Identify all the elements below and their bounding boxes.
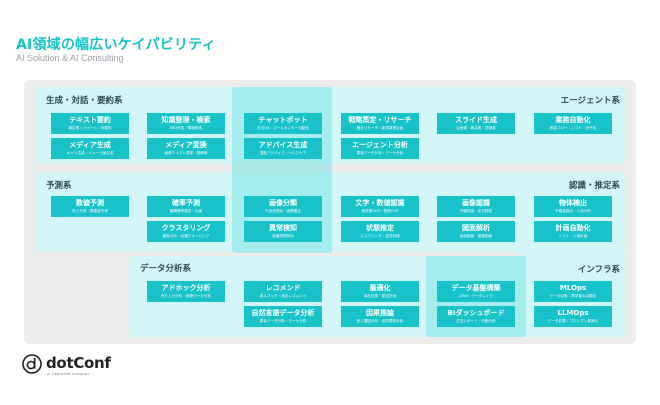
logo-mark-icon [22,354,42,374]
card-advice-generation[interactable]: アドバイス生成運転アドバイス・ヘルスケア [244,138,322,159]
card-object-detection[interactable]: 物体検出不審者検出・人流分析 [534,196,612,217]
card-adhoc-analysis[interactable]: アドホック分析売り上げ分析・施策データ分析 [147,281,225,302]
card-state-estimation[interactable]: 状態推定スコアリング・品質評価 [341,221,419,242]
logo-wordmark: dotConf [46,354,111,372]
card-business-automation[interactable]: 業務自動化承認フロー・シフト・対予約 [534,113,612,134]
card-chatbot[interactable]: チャットボット社内QA・コールセンター自動化 [244,113,322,134]
card-slide-generation[interactable]: スライド生成企画書・報告書・提案書 [437,113,515,134]
card-clustering[interactable]: クラスタリング顧客分析・店舗グルーピング [147,221,225,242]
card-plan-automation[interactable]: 計画自動化シフト・人員計画 [534,221,612,242]
card-numeric-forecast[interactable]: 数値予測売上予測・需要量予測 [51,196,129,217]
section-label-agent: エージェント系 [560,96,620,106]
card-recommend[interactable]: レコメンド求人マッチ・商品レコメンド [244,281,322,302]
card-strategy-research[interactable]: 戦略策定・リサーチ競合リサーチ・新規事業企画 [341,113,419,134]
card-agent-analysis[interactable]: エージェント分析患者データ分析・マーケ分析 [341,138,419,159]
card-drawing-analysis[interactable]: 図面解析製品図面・建築図面 [437,221,515,242]
page-subtitle: AI Solution & AI Consulting [16,53,124,63]
section-label-generation: 生成・対話・要約系 [46,96,123,106]
card-text-summary[interactable]: テキスト要約報告書・ツイート・対要約 [51,113,129,134]
section-label-prediction: 予測系 [46,181,72,191]
card-ocr[interactable]: 文字・数値認識請求書OCR・数値OCR [341,196,419,217]
card-optimization[interactable]: 最適化商品在庫・配送計画 [341,281,419,302]
section-label-infra: インフラ系 [577,265,620,275]
card-anomaly-detection[interactable]: 異常検知設備故障検知 [244,221,322,242]
card-media-conversion[interactable]: メディア変換画像テイスト変更・超解像 [147,138,225,159]
card-causal-inference[interactable]: 因果推論売上要因分析・品質要因分析 [341,306,419,327]
card-nlp-analysis[interactable]: 自然言語データ分析患者データ分析・マーケ分析 [244,306,322,327]
card-image-classification[interactable]: 画像分類不良品検知・画像鑑定 [244,196,322,217]
card-image-recognition[interactable]: 画像認識外観検査・劣化検知 [437,196,515,217]
company-logo: dotConf AI CREATION COMPANY [18,350,138,380]
card-bi-dashboard[interactable]: BIダッシュボード広告レポート・行動分析 [437,306,515,327]
section-label-analytics: データ分析系 [140,264,192,274]
logo-tagline: AI CREATION COMPANY [47,372,90,376]
card-probability-forecast[interactable]: 確率予測離職確率推定・災害 [147,196,225,217]
page-title: AI領域の幅広いケイパビリティ [16,37,216,53]
section-label-recognition: 認識・推定系 [568,181,620,191]
card-media-generation[interactable]: メディア生成キャラ生成・イメージ画生成 [51,138,129,159]
